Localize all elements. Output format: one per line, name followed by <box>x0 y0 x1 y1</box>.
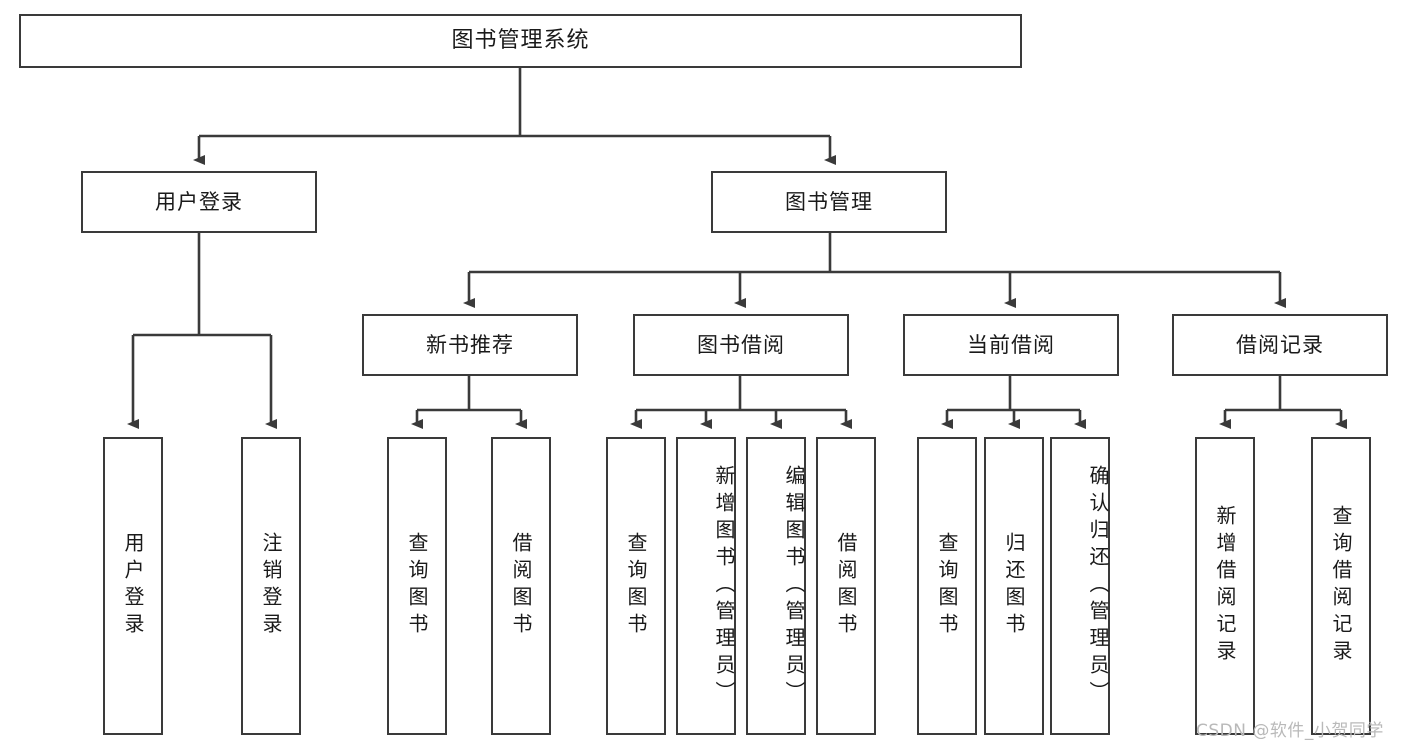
leaf-query-book-1-label: 查询图书 <box>405 532 429 640</box>
leaf-query-book-2-label: 查询图书 <box>624 532 648 640</box>
leaf-edit-book[interactable]: 编辑图书（管理员） <box>746 437 806 735</box>
node-user-login[interactable]: 用户登录 <box>81 171 317 233</box>
leaf-add-record[interactable]: 新增借阅记录 <box>1195 437 1255 735</box>
leaf-logout[interactable]: 注销登录 <box>241 437 301 735</box>
leaf-query-record[interactable]: 查询借阅记录 <box>1311 437 1371 735</box>
leaf-edit-book-label: 编辑图书（管理员） <box>782 464 806 708</box>
leaf-add-record-label: 新增借阅记录 <box>1213 505 1237 667</box>
leaf-query-book-3[interactable]: 查询图书 <box>917 437 977 735</box>
node-book-manage[interactable]: 图书管理 <box>711 171 947 233</box>
node-borrow-record[interactable]: 借阅记录 <box>1172 314 1388 376</box>
csdn-watermark: CSDN @软件_小贺同学 <box>1196 721 1384 741</box>
leaf-query-book-3-label: 查询图书 <box>935 532 959 640</box>
leaf-add-book[interactable]: 新增图书（管理员） <box>676 437 736 735</box>
leaf-borrow-book-1-label: 借阅图书 <box>509 532 533 640</box>
node-current-borrow[interactable]: 当前借阅 <box>903 314 1119 376</box>
leaf-confirm-return[interactable]: 确认归还（管理员） <box>1050 437 1110 735</box>
node-book-borrow[interactable]: 图书借阅 <box>633 314 849 376</box>
leaf-return-book[interactable]: 归还图书 <box>984 437 1044 735</box>
leaf-borrow-book-1[interactable]: 借阅图书 <box>491 437 551 735</box>
leaf-query-book-2[interactable]: 查询图书 <box>606 437 666 735</box>
leaf-query-record-label: 查询借阅记录 <box>1329 505 1353 667</box>
leaf-return-book-label: 归还图书 <box>1002 532 1026 640</box>
leaf-borrow-book-2[interactable]: 借阅图书 <box>816 437 876 735</box>
leaf-query-book-1[interactable]: 查询图书 <box>387 437 447 735</box>
leaf-confirm-return-label: 确认归还（管理员） <box>1086 464 1110 708</box>
node-root[interactable]: 图书管理系统 <box>19 14 1022 68</box>
leaf-add-book-label: 新增图书（管理员） <box>712 464 736 708</box>
leaf-user-login[interactable]: 用户登录 <box>103 437 163 735</box>
leaf-user-login-label: 用户登录 <box>121 532 145 640</box>
leaf-logout-label: 注销登录 <box>259 532 283 640</box>
node-new-book-recommend[interactable]: 新书推荐 <box>362 314 578 376</box>
leaf-borrow-book-2-label: 借阅图书 <box>834 532 858 640</box>
